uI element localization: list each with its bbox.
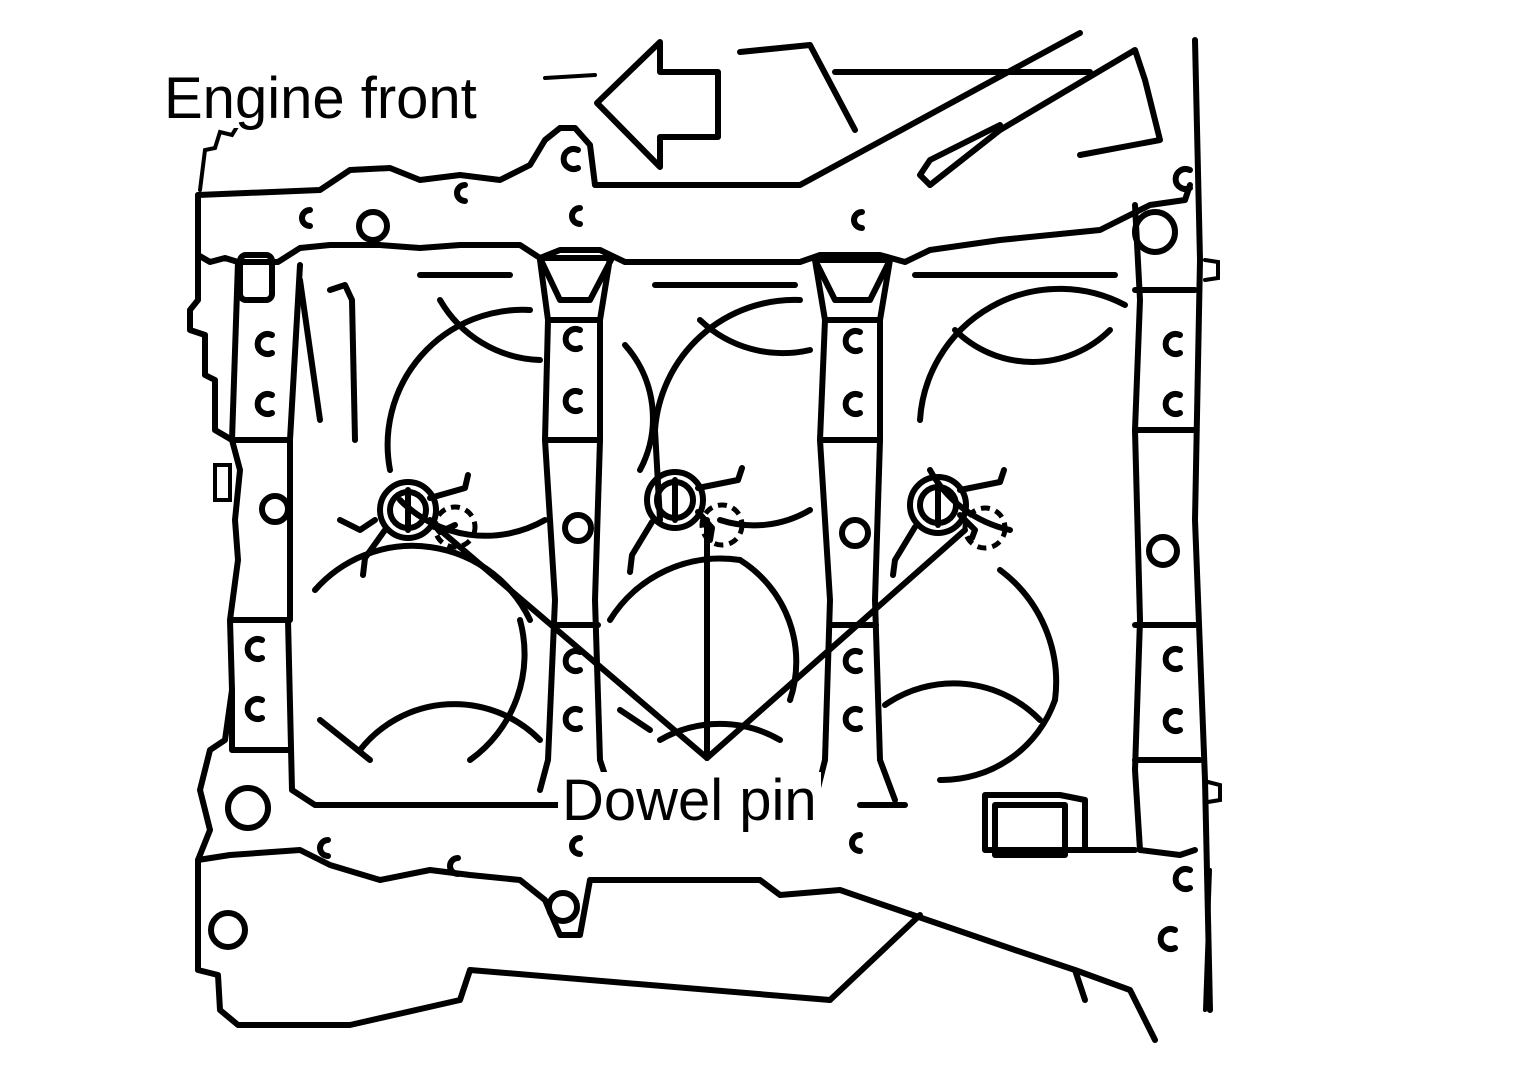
dowel-pin-icon <box>360 472 478 578</box>
block-outline-top <box>195 182 1193 265</box>
cylinder-bore-3-upper <box>917 285 1128 423</box>
dowel-pin-icon <box>627 465 745 575</box>
dowel-pin-leaders <box>437 517 968 761</box>
cylinder-bore-1-upper <box>384 306 533 473</box>
bolt-heads <box>244 146 1193 952</box>
bearing-web-2 <box>812 257 833 803</box>
bolt-holes <box>208 209 1180 950</box>
cylinder-bore-2-lower <box>607 555 743 623</box>
dowel-pin-label: Dowel pin <box>558 772 821 830</box>
bearing-web-1 <box>537 257 558 793</box>
block-outline-right <box>1132 202 1198 858</box>
engine-front-label: Engine front <box>160 70 481 128</box>
cylinder-bore-2-upper <box>652 296 803 433</box>
engine-front-arrow-icon <box>594 39 721 170</box>
cylinder-bore-3-lower <box>997 567 1060 703</box>
block-outline-bottom <box>195 847 1158 1043</box>
